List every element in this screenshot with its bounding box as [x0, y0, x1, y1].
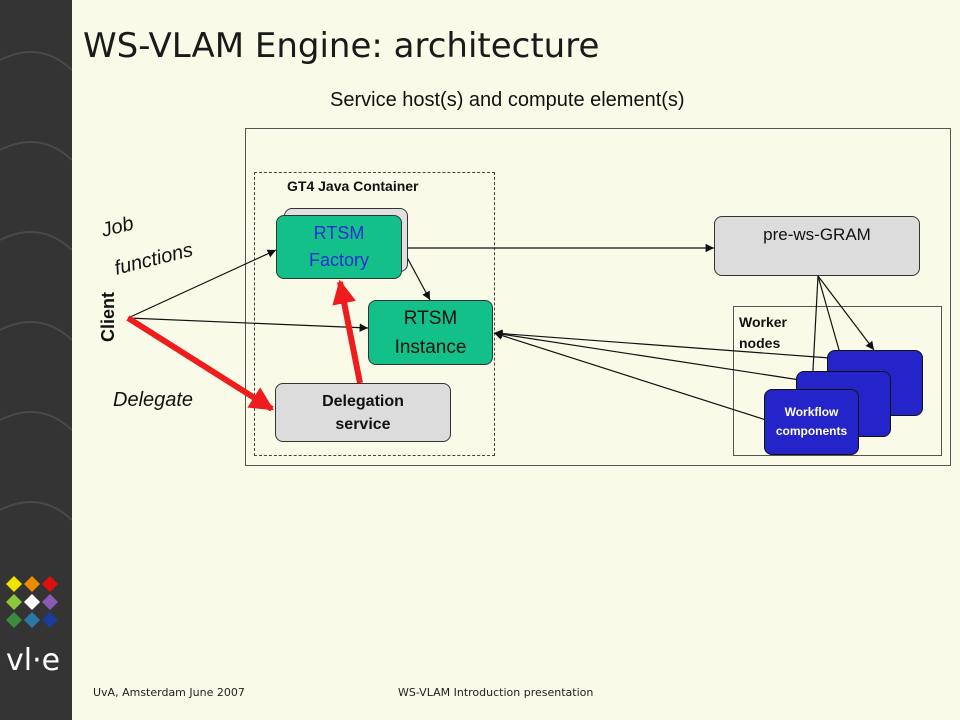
client-label: Client — [98, 292, 118, 343]
gt4-container-label: GT4 Java Container — [287, 178, 419, 194]
logo-diamond — [42, 594, 58, 610]
arrow-client-to-instance — [127, 317, 369, 332]
rtsm-instance-node: RTSM Instance — [368, 300, 493, 365]
logo-diamond — [24, 576, 40, 592]
logo-diamond — [6, 576, 22, 592]
red-arrow-client-to-delegation — [126, 315, 275, 412]
red-arrow-delegation-to-factory — [332, 279, 363, 384]
workflow-components-node: Workflow components — [764, 389, 859, 455]
logo-diamond — [24, 612, 40, 628]
pre-ws-gram-node: pre-ws-GRAM — [714, 216, 920, 276]
arrow-client-to-factory — [127, 249, 277, 319]
sidebar: vl·e — [0, 0, 72, 720]
arrow-worker-2-to-instance — [493, 330, 801, 381]
sidebar-decoration — [0, 51, 72, 628]
gt4-container-box — [254, 172, 495, 456]
logo-diamond — [24, 594, 40, 610]
rtsm-factory-node: RTSM Factory — [276, 215, 402, 279]
diagram-subtitle: Service host(s) and compute element(s) — [330, 89, 685, 111]
logo-diamond — [42, 612, 58, 628]
logo-diamond — [42, 576, 58, 592]
delegation-service-node: Delegation service — [275, 383, 451, 442]
worker-nodes-box — [733, 306, 942, 456]
delegate-label: Delegate — [113, 389, 194, 411]
arrow-gram-to-worker-1 — [808, 275, 819, 390]
arrow-gram-to-worker-3 — [817, 275, 875, 351]
footer-center: WS-VLAM Introduction presentation — [398, 686, 594, 699]
logo-diamond — [6, 594, 22, 610]
footer-left: UvA, Amsterdam June 2007 — [93, 686, 245, 699]
logo-icon — [6, 576, 58, 628]
arrow-worker-1-to-instance — [493, 331, 767, 421]
logo-diamond — [6, 612, 22, 628]
logo-text: vl·e — [6, 643, 61, 678]
service-host-box — [245, 128, 951, 466]
worker-nodes-label: Worker nodes — [739, 314, 787, 351]
arrow-worker-3-to-instance — [493, 329, 831, 359]
page-title: WS-VLAM Engine: architecture — [83, 26, 600, 66]
